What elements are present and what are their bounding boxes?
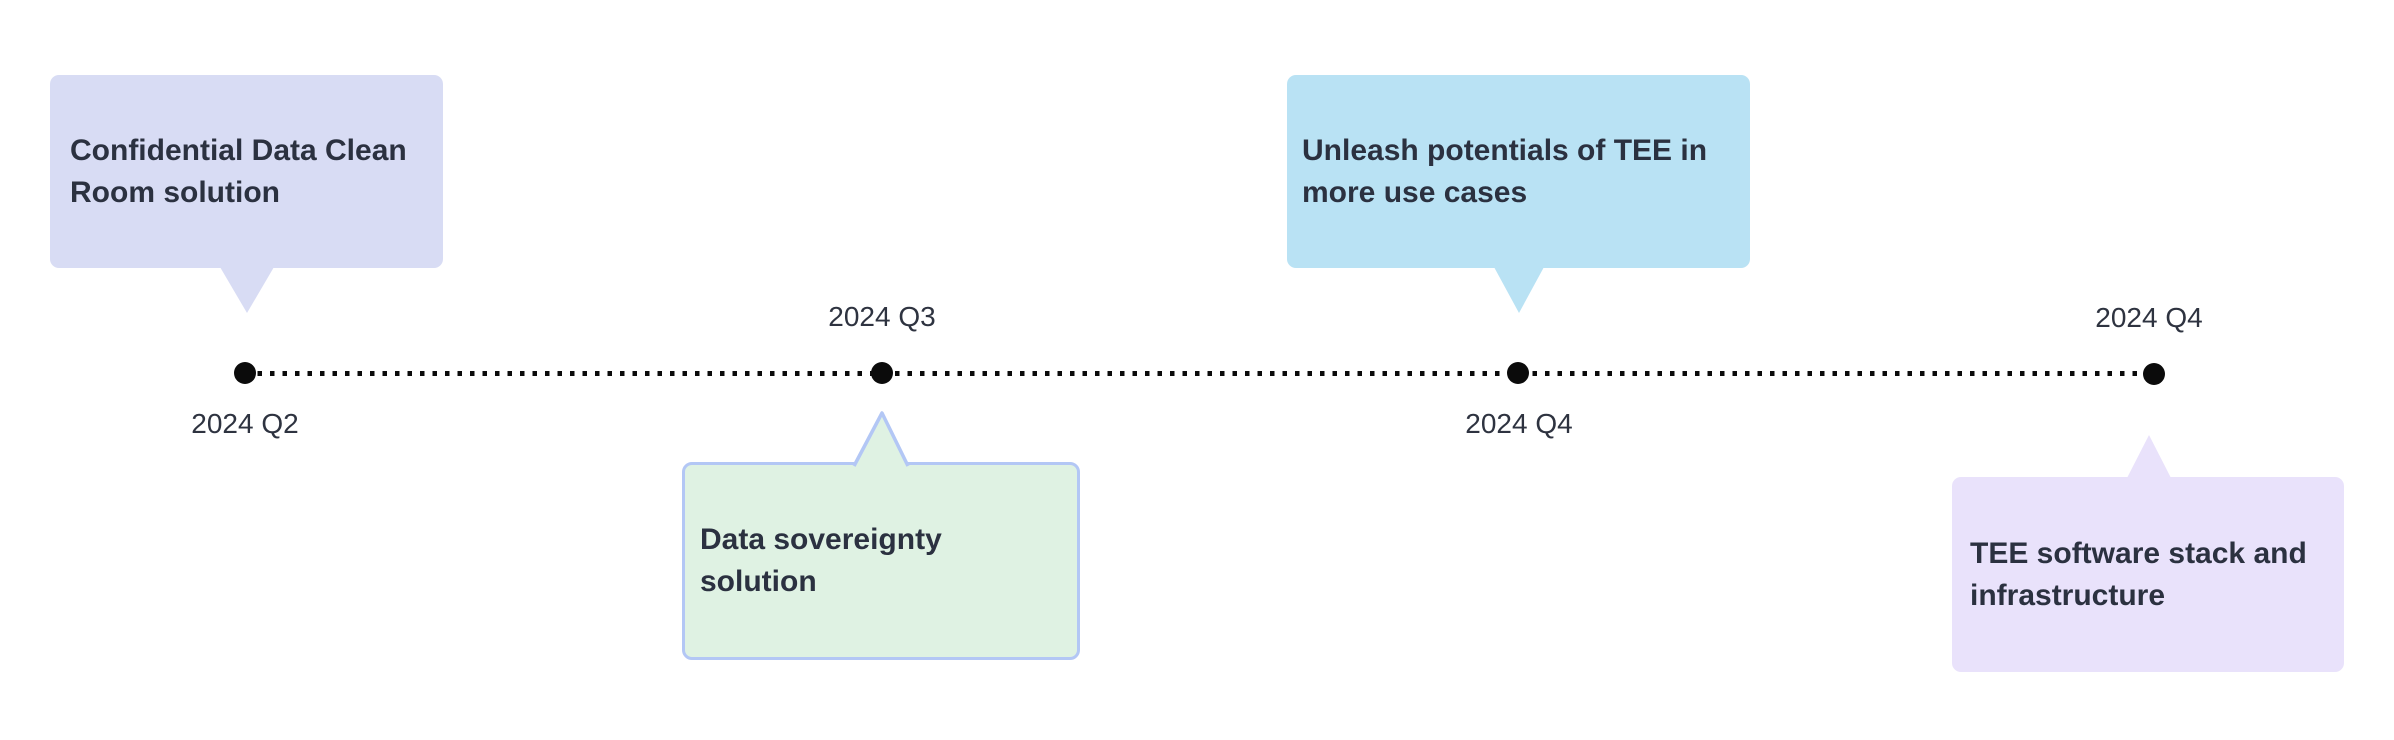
timeline-dot-2024-q4-second (2143, 363, 2165, 385)
bubble-tail-up (852, 411, 910, 467)
timeline-label-2024-q4-first: 2024 Q4 (1465, 408, 1573, 439)
bubble-tail-down (1494, 267, 1544, 313)
bubble-tail-up (2127, 435, 2171, 478)
timeline-label-2024-q2: 2024 Q2 (191, 408, 299, 439)
timeline-label-2024-q3: 2024 Q3 (828, 301, 936, 332)
bubble-data-sovereignty: Data sovereignty solution (682, 462, 1080, 660)
bubble-tee-software-stack: TEE software stack and infrastructure (1952, 477, 2344, 672)
timeline-dot-2024-q3 (871, 362, 893, 384)
bubble-title: Unleash potentials of TEE in more use ca… (1302, 133, 1708, 209)
timeline-dot-2024-q4-first (1507, 362, 1529, 384)
timeline-dot-2024-q2 (234, 362, 256, 384)
bubble-confidential-data-clean-room: Confidential Data Clean Room solution (50, 75, 443, 268)
bubble-title: TEE software stack and infrastructure (1970, 536, 2307, 612)
bubble-tail-down (220, 267, 274, 313)
timeline-label-2024-q4-second: 2024 Q4 (2095, 302, 2203, 333)
timeline-dotted-line (245, 371, 2154, 376)
bubble-title: Confidential Data Clean Room solution (70, 133, 407, 209)
bubble-unleash-tee-potentials: Unleash potentials of TEE in more use ca… (1287, 75, 1750, 268)
bubble-title: Data sovereignty solution (700, 523, 942, 598)
